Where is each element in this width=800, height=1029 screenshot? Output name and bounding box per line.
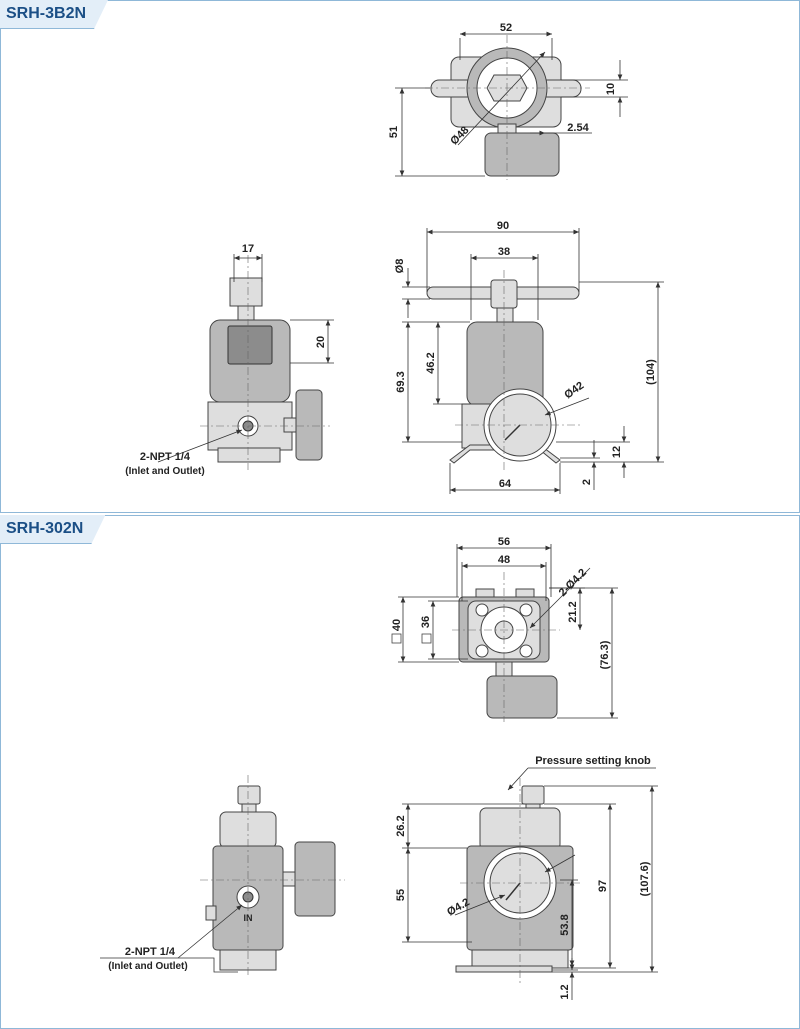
in-mark: IN bbox=[244, 913, 253, 923]
dim-69-3: 69.3 bbox=[395, 371, 407, 392]
knob-label: Pressure setting knob bbox=[535, 755, 651, 767]
port-note-2: (Inlet and Outlet) bbox=[108, 961, 187, 972]
srh3b2n-top-view bbox=[395, 31, 628, 180]
srh302n-side-view bbox=[100, 775, 345, 975]
dim-17: 17 bbox=[242, 243, 254, 255]
srh302n-front-view bbox=[402, 767, 658, 1000]
dim-2-dia4-2: 2-Ø4.2 bbox=[557, 567, 589, 599]
dim-76-3: (76.3) bbox=[599, 640, 611, 669]
srh302n-top-view bbox=[391, 544, 618, 722]
dim-53-8: 53.8 bbox=[559, 914, 571, 935]
dim-46-2: 46.2 bbox=[425, 352, 437, 373]
dim-64: 64 bbox=[499, 478, 512, 490]
dim-26-2: 26.2 bbox=[395, 815, 407, 836]
dim-52: 52 bbox=[500, 22, 512, 34]
dim-dia8: Ø8 bbox=[394, 259, 406, 274]
dim-97: 97 bbox=[597, 880, 609, 892]
port-label-1: 2-NPT 1/4 bbox=[140, 451, 191, 463]
dim-55: 55 bbox=[395, 889, 407, 901]
section-title-srh-3b2n: SRH-3B2N bbox=[0, 0, 108, 29]
dim-104: (104) bbox=[645, 359, 657, 385]
dim-107-6: (107.6) bbox=[639, 861, 651, 896]
dim-90: 90 bbox=[497, 220, 509, 232]
dim-51: 51 bbox=[388, 126, 400, 138]
dim-36: 36 bbox=[420, 616, 432, 628]
srh3b2n-side-view bbox=[157, 254, 334, 470]
dim-2-54: 2.54 bbox=[567, 122, 589, 134]
dim-dia42: Ø42 bbox=[562, 380, 586, 402]
dim-2: 2 bbox=[581, 479, 593, 485]
dim-12: 12 bbox=[611, 446, 623, 458]
dim-40: 40 bbox=[391, 619, 403, 631]
dim-1-2: 1.2 bbox=[559, 984, 571, 999]
dim-dia48: Ø48 bbox=[448, 124, 471, 147]
port-label-2: 2-NPT 1/4 bbox=[125, 946, 176, 958]
dim-56: 56 bbox=[498, 536, 510, 548]
port-note-1: (Inlet and Outlet) bbox=[125, 466, 204, 477]
section-title-srh-302n: SRH-302N bbox=[0, 515, 105, 544]
srh3b2n-front-view bbox=[402, 228, 664, 494]
dim-38: 38 bbox=[498, 246, 510, 258]
dim-21-2: 21.2 bbox=[567, 601, 579, 622]
dim-48: 48 bbox=[498, 554, 510, 566]
dim-10: 10 bbox=[605, 83, 617, 95]
dim-20: 20 bbox=[315, 336, 327, 348]
